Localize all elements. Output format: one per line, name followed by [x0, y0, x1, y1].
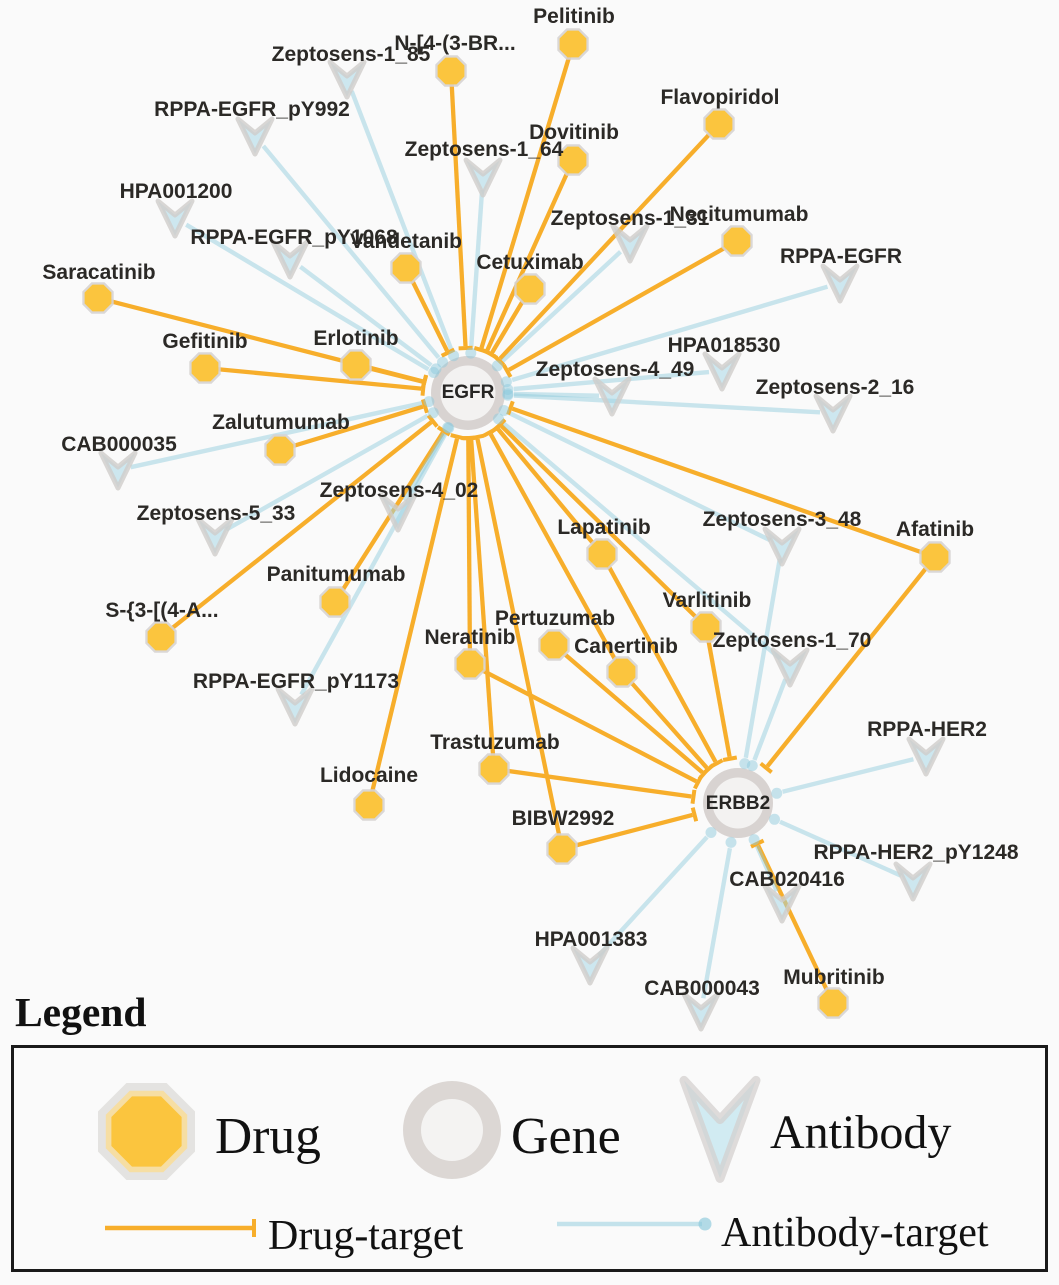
svg-text:Trastuzumab: Trastuzumab [430, 731, 560, 754]
svg-text:Mubritinib: Mubritinib [783, 966, 884, 989]
svg-text:Gene: Gene [511, 1108, 621, 1165]
svg-text:Panitumumab: Panitumumab [267, 563, 406, 586]
svg-text:Lapatinib: Lapatinib [557, 516, 650, 539]
svg-text:HPA018530: HPA018530 [668, 334, 781, 357]
svg-text:RPPA-EGFR_pY1068: RPPA-EGFR_pY1068 [190, 226, 398, 249]
svg-text:Legend: Legend [15, 989, 146, 1035]
svg-text:Cetuximab: Cetuximab [476, 251, 583, 274]
svg-text:Lidocaine: Lidocaine [320, 764, 418, 787]
svg-text:Gefitinib: Gefitinib [162, 330, 247, 353]
svg-text:Zeptosens-1_85: Zeptosens-1_85 [272, 43, 431, 66]
svg-text:RPPA-HER2_pY1248: RPPA-HER2_pY1248 [813, 841, 1018, 864]
svg-text:Flavopiridol: Flavopiridol [660, 86, 779, 109]
svg-text:RPPA-EGFR: RPPA-EGFR [780, 245, 902, 268]
svg-text:Drug: Drug [215, 1108, 321, 1165]
svg-text:Zeptosens-5_33: Zeptosens-5_33 [137, 502, 296, 525]
svg-text:Varlitinib: Varlitinib [663, 589, 752, 612]
svg-text:ERBB2: ERBB2 [706, 793, 770, 814]
svg-text:Zeptosens-3_48: Zeptosens-3_48 [703, 508, 862, 531]
svg-text:EGFR: EGFR [442, 382, 495, 403]
svg-text:Zeptosens-2_16: Zeptosens-2_16 [756, 376, 915, 399]
svg-text:Saracatinib: Saracatinib [42, 261, 155, 284]
svg-text:Zalutumumab: Zalutumumab [212, 411, 350, 434]
svg-text:Afatinib: Afatinib [896, 518, 974, 541]
svg-text:CAB020416: CAB020416 [729, 868, 845, 891]
svg-text:RPPA-HER2: RPPA-HER2 [867, 718, 987, 741]
svg-text:Drug-target: Drug-target [268, 1213, 463, 1259]
svg-text:Canertinib: Canertinib [574, 635, 678, 658]
svg-text:CAB000043: CAB000043 [644, 977, 760, 1000]
svg-text:Zeptosens-1_70: Zeptosens-1_70 [713, 629, 872, 652]
svg-text:Antibody-target: Antibody-target [721, 1210, 989, 1256]
svg-text:Erlotinib: Erlotinib [313, 327, 398, 350]
svg-text:Pelitinib: Pelitinib [533, 5, 615, 28]
svg-text:HPA001200: HPA001200 [120, 180, 233, 203]
svg-text:Zeptosens-4_49: Zeptosens-4_49 [536, 358, 695, 381]
svg-text:BIBW2992: BIBW2992 [512, 807, 615, 830]
svg-text:Zeptosens-1_64: Zeptosens-1_64 [405, 138, 564, 161]
svg-text:Neratinib: Neratinib [424, 626, 515, 649]
svg-text:CAB000035: CAB000035 [61, 433, 177, 456]
svg-text:Antibody: Antibody [770, 1106, 951, 1159]
svg-text:RPPA-EGFR_pY1173: RPPA-EGFR_pY1173 [193, 670, 399, 693]
svg-text:Zeptosens-4_02: Zeptosens-4_02 [320, 479, 479, 502]
svg-text:Zeptosens-1_31: Zeptosens-1_31 [551, 207, 710, 230]
svg-text:RPPA-EGFR_pY992: RPPA-EGFR_pY992 [154, 98, 350, 121]
svg-text:S-{3-[(4-A...: S-{3-[(4-A... [105, 599, 218, 622]
svg-text:HPA001383: HPA001383 [535, 928, 648, 951]
